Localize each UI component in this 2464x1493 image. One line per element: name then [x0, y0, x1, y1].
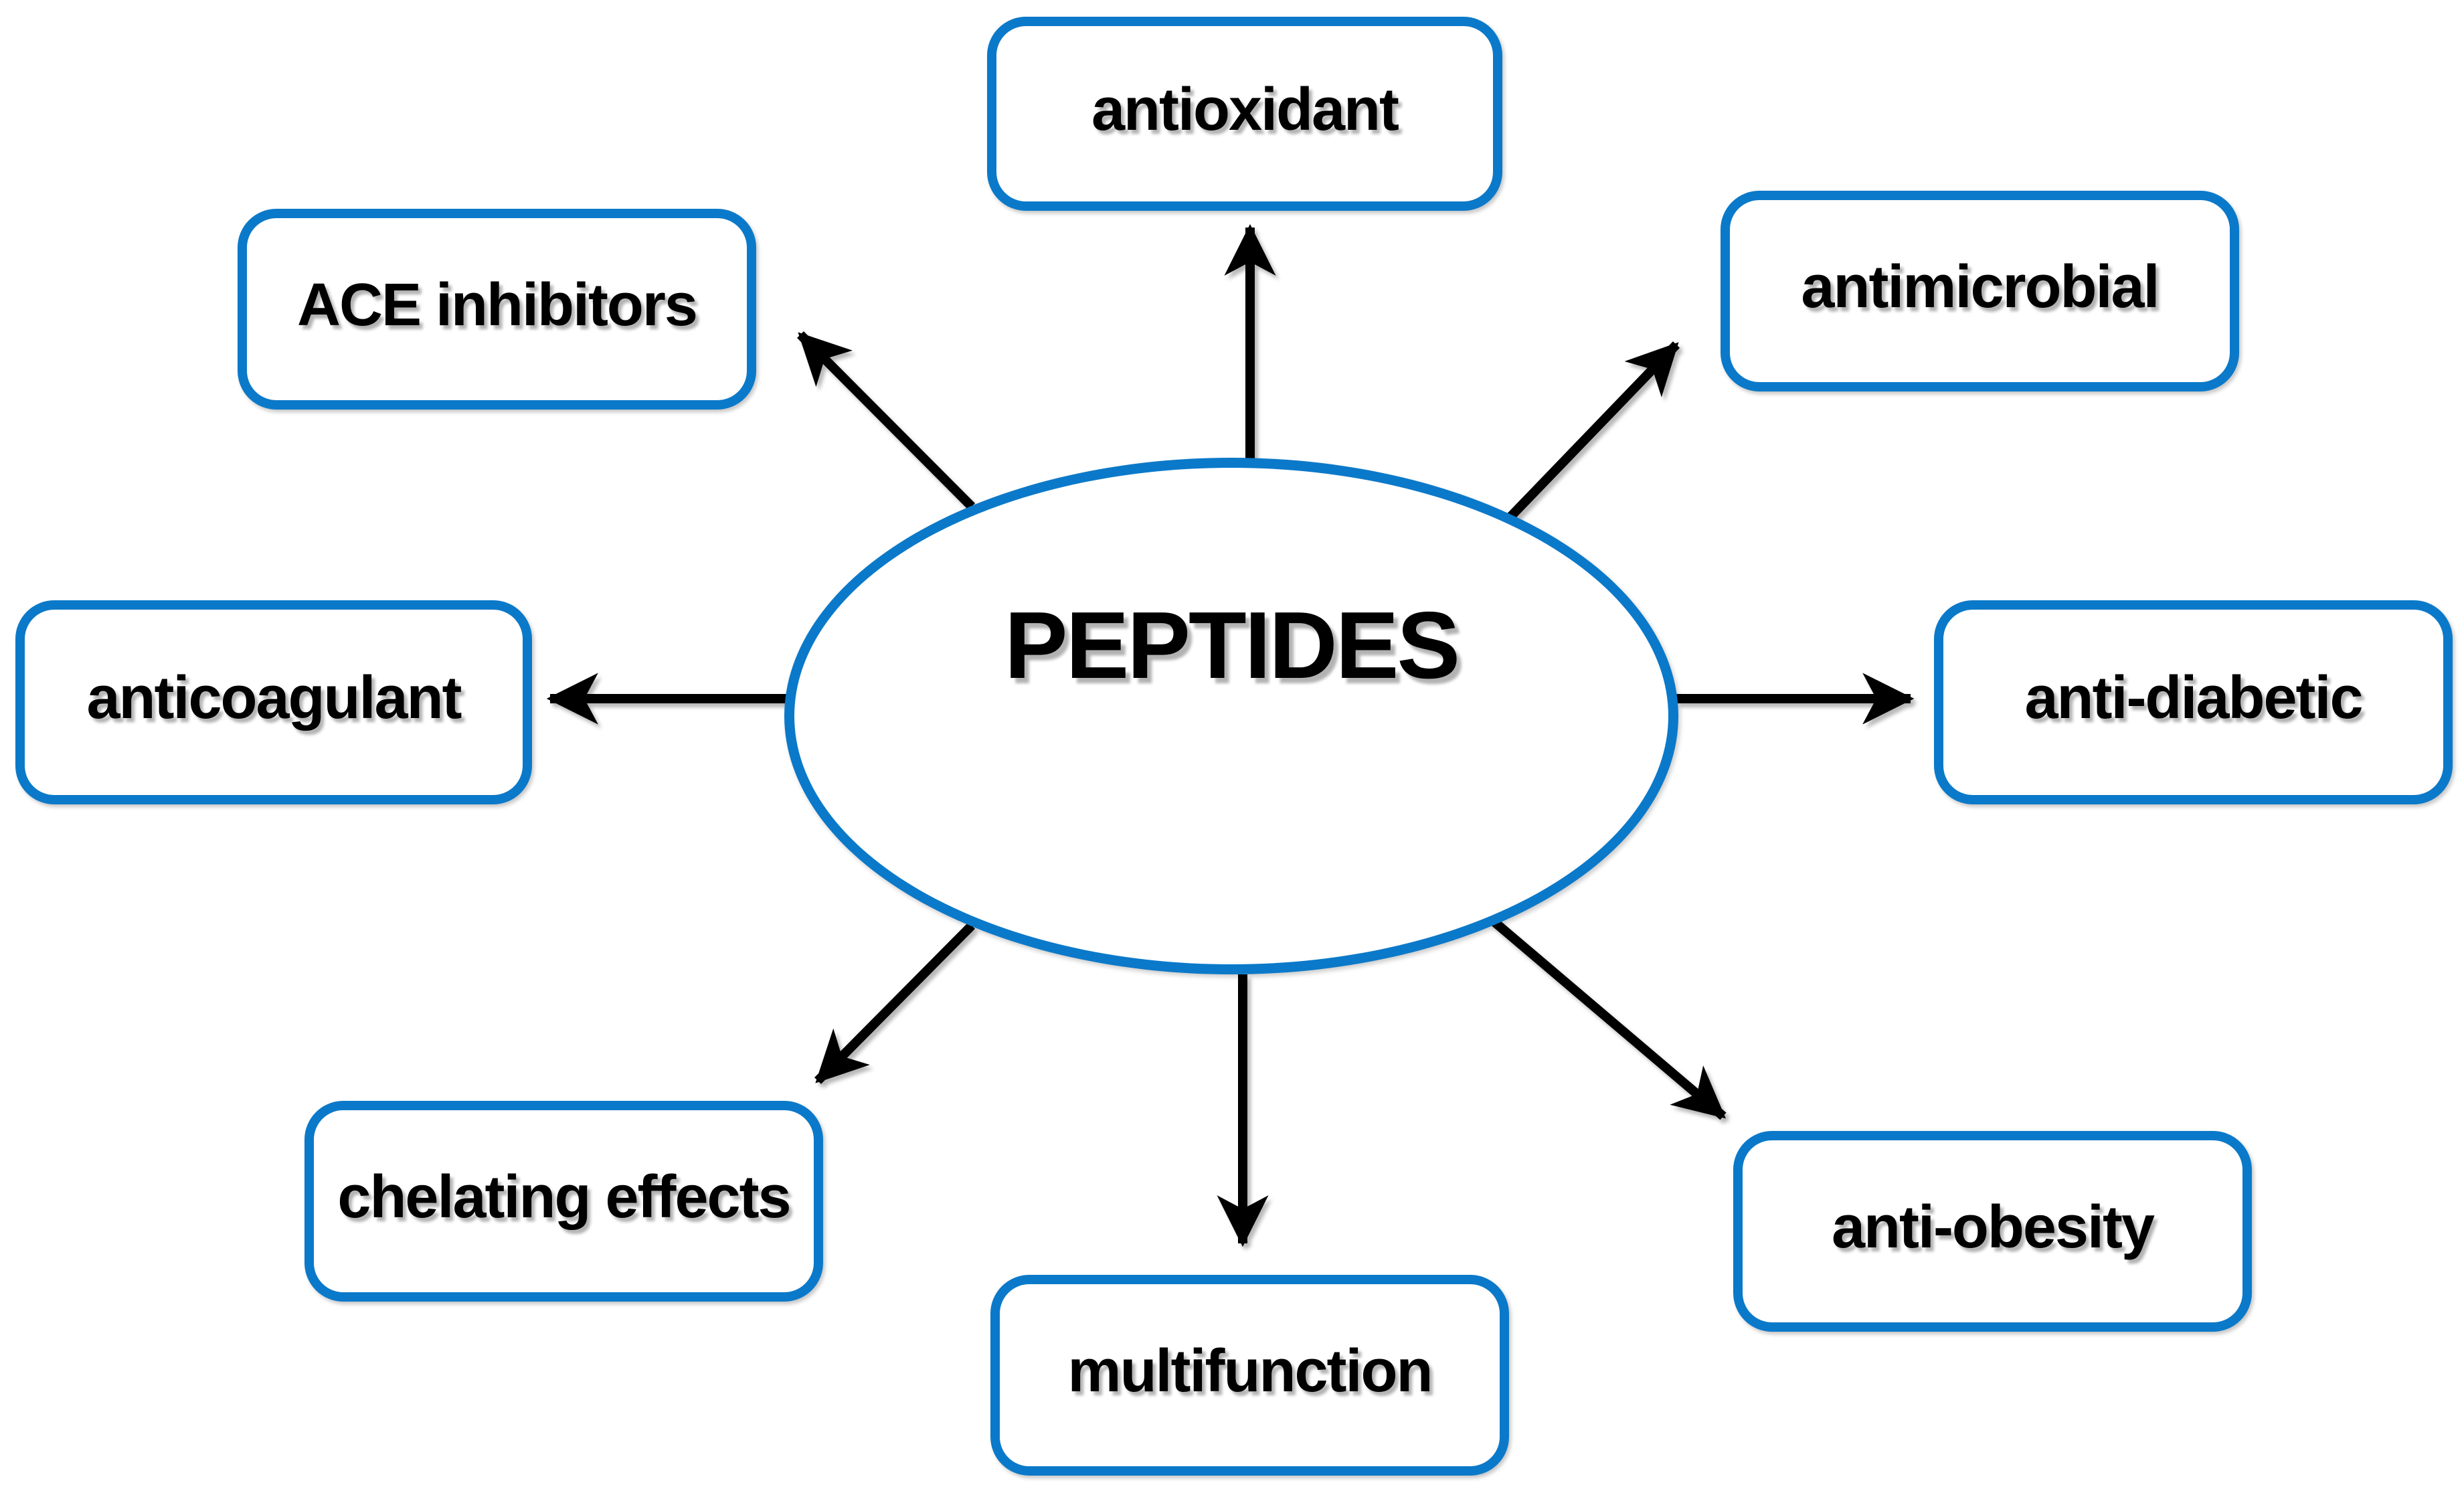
node-chelating-effects: chelating effects [304, 1101, 823, 1302]
node-antimicrobial: antimicrobial [1721, 191, 2239, 391]
arrow-to-anti-obesity [1489, 916, 1727, 1120]
ace-inhibitors-label: ACE inhibitors [297, 271, 698, 339]
node-ace-inhibitors: ACE inhibitors [238, 209, 756, 410]
node-anticoagulant: anticoagulant [15, 600, 532, 804]
anti-obesity-label: anti-obesity [1831, 1193, 2155, 1261]
peptides-label: PEPTIDES [1004, 592, 1460, 699]
anticoagulant-label: anticoagulant [86, 665, 462, 731]
arrow-to-ace-inhibitors [797, 331, 975, 510]
antioxidant-label: antioxidant [1091, 76, 1399, 143]
multifunction-label: multifunction [1067, 1337, 1433, 1405]
peptides-ellipse: PEPTIDES [784, 458, 1678, 974]
node-anti-obesity: anti-obesity [1733, 1131, 2252, 1332]
antimicrobial-label: antimicrobial [1801, 253, 2160, 321]
anti-diabetic-label: anti-diabetic [2024, 665, 2363, 731]
node-multifunction: multifunction [990, 1275, 1509, 1476]
arrow-to-chelating-effects [814, 922, 975, 1084]
node-antioxidant: antioxidant [987, 17, 1502, 211]
chelating-effects-label: chelating effects [337, 1163, 791, 1231]
node-anti-diabetic: anti-diabetic [1934, 600, 2453, 804]
arrow-to-antimicrobial [1495, 341, 1680, 532]
